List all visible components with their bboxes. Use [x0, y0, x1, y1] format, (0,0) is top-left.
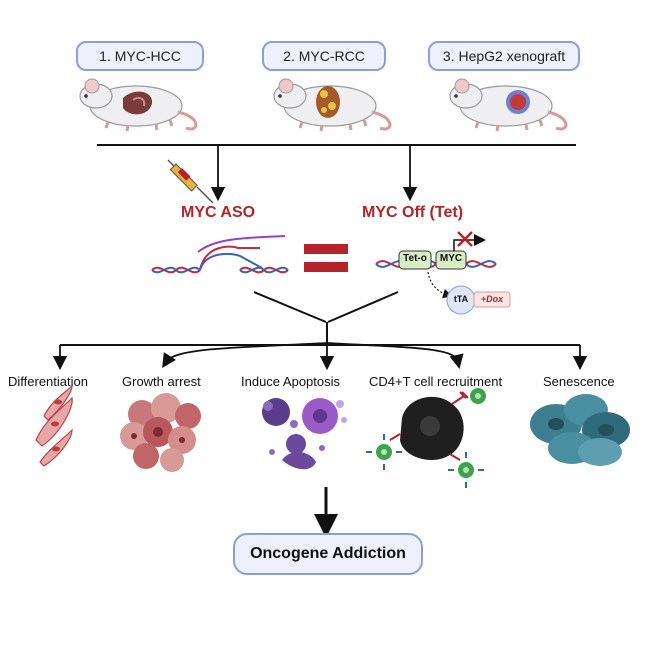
model-label: 1. MYC-HCC: [99, 48, 181, 64]
model-pill-hepg2-xenograft: 3. HepG2 xenograft: [428, 41, 580, 71]
tcell-recruitment-icon: [366, 388, 486, 488]
outcome-cd4-t-cell-recruitment: CD4+T cell recruitment: [369, 374, 503, 389]
mouse-icon-hcc: [79, 78, 198, 132]
aso-title: MYC ASO: [181, 204, 256, 221]
aso-dna-icon: [151, 235, 289, 274]
model-pill-myc-rcc: 2. MYC-RCC: [262, 41, 386, 71]
conclusion-label: Oncogene Addiction: [250, 545, 406, 562]
conclusion-box: Oncogene Addiction: [233, 533, 423, 575]
mouse-icon-xenograft: [449, 78, 568, 132]
differentiation-cells-icon: [35, 384, 73, 467]
equals-icon: [304, 244, 348, 272]
outcome-senescence: Senescence: [543, 374, 615, 389]
outcome-differentiation: Differentiation: [8, 374, 88, 389]
senescence-cells-icon: [530, 394, 630, 466]
syringe-icon: [167, 159, 214, 204]
outcome-induce-apoptosis: Induce Apoptosis: [241, 374, 341, 389]
mouse-icon-rcc: [273, 78, 392, 132]
model-label: 2. MYC-RCC: [283, 48, 365, 64]
myc-gene-label: MYC: [439, 253, 463, 264]
tet-dna-icon: [375, 231, 511, 315]
model-label: 3. HepG2 xenograft: [442, 48, 566, 64]
tet-title: MYC Off (Tet): [362, 204, 464, 221]
tta-label: tTA: [453, 294, 469, 304]
outcome-growth-arrest: Growth arrest: [122, 374, 201, 389]
apoptosis-cells-icon: [262, 398, 347, 470]
dox-label: +Dox: [480, 294, 504, 304]
arrow-tet-converge: [327, 291, 399, 323]
growth-arrest-cluster-icon: [120, 393, 201, 472]
arrow-aso-converge: [253, 291, 327, 323]
model-pill-myc-hcc: 1. MYC-HCC: [76, 41, 204, 71]
teto-label: Tet-o: [403, 253, 427, 264]
